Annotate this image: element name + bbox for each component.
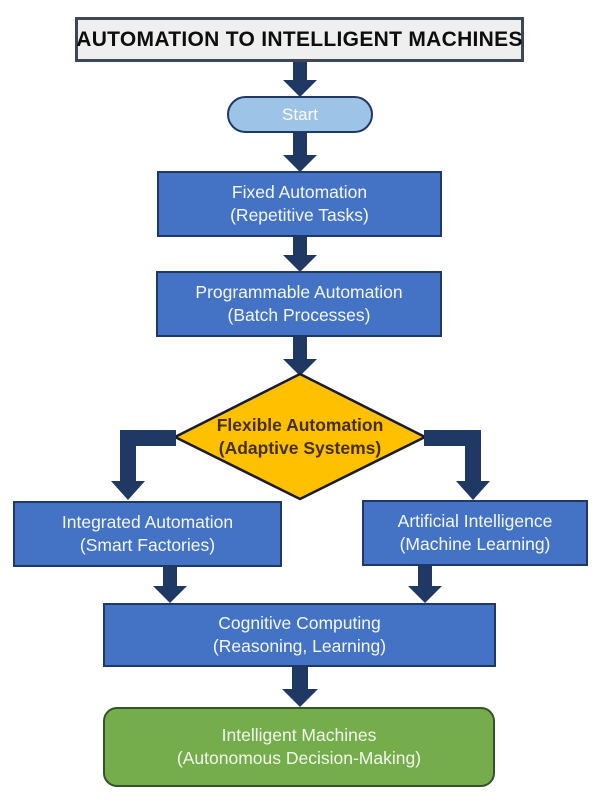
- node-programmable-automation-line1: Programmable Automation: [195, 281, 403, 302]
- node-fixed-automation: Fixed Automation (Repetitive Tasks): [157, 171, 442, 237]
- arrow-ai-to-cognitive: [408, 566, 442, 603]
- arrow-integrated-to-cognitive: [153, 567, 187, 603]
- arrow-cognitive-to-intelligent: [282, 667, 318, 707]
- node-intelligent-machines: Intelligent Machines (Autonomous Decisio…: [103, 707, 495, 787]
- node-artificial-intelligence-line1: Artificial Intelligence: [397, 510, 553, 531]
- node-integrated-automation: Integrated Automation (Smart Factories): [13, 501, 282, 567]
- node-flexible-automation-line2: (Adaptive Systems): [218, 438, 382, 458]
- diagram-title-text: AUTOMATION TO INTELLIGENT MACHINES: [76, 27, 523, 51]
- arrow-fixed-to-programmable: [283, 237, 317, 272]
- node-intelligent-machines-line2: (Autonomous Decision-Making): [176, 748, 422, 768]
- node-integrated-automation-line1: Integrated Automation: [61, 511, 234, 532]
- node-cognitive-computing-line1: Cognitive Computing: [218, 612, 381, 633]
- arrow-programmable-to-flexible: [283, 337, 317, 376]
- node-cognitive-computing: Cognitive Computing (Reasoning, Learning…: [103, 603, 496, 667]
- node-cognitive-computing-line2: (Reasoning, Learning): [212, 636, 387, 656]
- node-start-label: Start: [282, 104, 318, 124]
- arrow-flexible-to-ai: [424, 430, 490, 500]
- node-fixed-automation-line1: Fixed Automation: [231, 181, 368, 202]
- node-artificial-intelligence: Artificial Intelligence (Machine Learnin…: [362, 500, 588, 566]
- node-flexible-automation-line1: Flexible Automation: [216, 414, 384, 435]
- arrow-flexible-to-integrated: [111, 430, 176, 500]
- node-programmable-automation-line2: (Batch Processes): [227, 305, 371, 325]
- arrow-title-to-start: [283, 62, 317, 97]
- node-programmable-automation: Programmable Automation (Batch Processes…: [156, 271, 442, 337]
- arrow-start-to-fixed: [283, 133, 317, 172]
- node-flexible-automation: Flexible Automation (Adaptive Systems): [178, 404, 422, 470]
- node-intelligent-machines-line1: Intelligent Machines: [221, 724, 377, 745]
- node-start: Start: [227, 96, 373, 133]
- node-fixed-automation-line2: (Repetitive Tasks): [230, 205, 369, 225]
- diagram-title: AUTOMATION TO INTELLIGENT MACHINES: [75, 17, 524, 62]
- node-artificial-intelligence-line2: (Machine Learning): [399, 534, 551, 554]
- node-integrated-automation-line2: (Smart Factories): [79, 535, 216, 555]
